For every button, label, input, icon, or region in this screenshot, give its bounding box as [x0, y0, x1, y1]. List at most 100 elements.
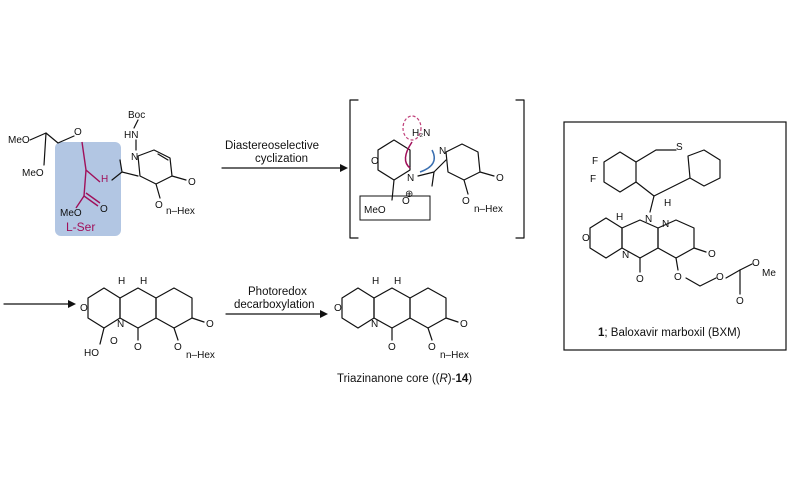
fluoro-atom: F — [592, 156, 598, 167]
stereo-h-atom: H — [118, 276, 125, 287]
ring-oether — [427, 327, 433, 341]
serine-highlight-box — [55, 142, 121, 236]
amide-co — [119, 159, 123, 173]
stereo-h-atom: H — [664, 198, 671, 209]
carbonyl-o-atom: O — [736, 296, 744, 307]
bxm-structure: F F S H H N O N O N O O O O O Me 1; Balo… — [563, 121, 787, 351]
ester-box — [359, 195, 431, 221]
reagent-line-2: cyclization — [255, 153, 308, 165]
carbonyl-o-atom: O — [100, 204, 108, 215]
hn-atom: HN — [124, 130, 138, 141]
triazinanone-core: O H H N O O O n–Hex Triazinanone core ((… — [334, 276, 472, 385]
methyl-label: Me — [762, 268, 776, 279]
thiepine-bridge — [635, 149, 677, 163]
ring-o-atom: O — [496, 173, 504, 184]
caption-r: R — [439, 373, 447, 385]
bxm-name: ; Baloxavir marboxil (BXM) — [604, 327, 740, 339]
ring-co — [445, 317, 459, 323]
starting-material: MeO MeO O MeO O H L-Ser O O n–Hex N HN B… — [8, 110, 196, 236]
ring-n-atom: N — [371, 319, 378, 330]
n-boc-bond — [133, 119, 139, 129]
triazinanone-ring — [119, 287, 157, 329]
reagent-line-2: decarboxylation — [234, 299, 315, 311]
nhex-label: n–Hex — [440, 350, 469, 361]
carbonate-bond — [725, 269, 741, 279]
acetal-chain — [29, 132, 75, 144]
nh-atom: H — [140, 276, 147, 287]
carbonyl-o-atom: O — [388, 342, 396, 353]
thiepine-lower — [635, 177, 691, 197]
carbonate-o-atom: O — [716, 272, 724, 283]
ring-o-atom: O — [582, 233, 590, 244]
bxm-number: 1 — [598, 327, 605, 339]
bracket-left — [349, 99, 359, 239]
serine-label: L-Ser — [66, 220, 95, 234]
serine-carbonyl — [83, 195, 99, 207]
morpholine-ring — [589, 217, 623, 259]
caption-post: ) — [468, 373, 472, 385]
acid-tricycle: O H H N O O O n–Hex HO O — [80, 276, 215, 361]
intermediate: O N ⊕ MeO O O O n–Hex N H₂N — [349, 99, 525, 239]
nhex-label: n–Hex — [166, 206, 195, 217]
ring-oether — [155, 183, 161, 199]
n-bond — [649, 195, 655, 213]
pyridinone-ring — [409, 287, 447, 329]
linker — [417, 159, 447, 177]
ether-o-atom: O — [428, 342, 436, 353]
fluoro-atom: F — [590, 174, 596, 185]
ring-o-atom: O — [334, 303, 342, 314]
ring-oether — [173, 327, 179, 341]
ring-co — [479, 171, 495, 177]
ring-double — [157, 153, 169, 161]
core-caption: Triazinanone core ((R)-14) — [337, 373, 472, 385]
benzene-ring — [687, 149, 721, 187]
ring-n-atom: N — [645, 214, 652, 225]
hydroxyl-atom: HO — [84, 348, 99, 359]
meo-atom: MeO — [364, 205, 386, 216]
caption-mid: )- — [448, 373, 456, 385]
ring-n-atom: N — [662, 219, 669, 230]
acid-bond — [391, 179, 395, 201]
nh-atom: H — [394, 276, 401, 287]
prodrug-bond — [675, 257, 679, 271]
bracket-right — [515, 99, 525, 239]
methoxy-bond — [739, 263, 753, 271]
ether-o-atom: O — [74, 127, 82, 138]
ring-o-atom: O — [80, 303, 88, 314]
arrow-head — [340, 164, 348, 172]
attack-arrow-blue — [419, 149, 435, 173]
carbonyl-o-atom: O — [110, 336, 118, 347]
continuation-arrow-head — [68, 300, 76, 308]
reaction-arrow-2: Photoredox decarboxylation — [225, 286, 328, 318]
nhex-label: n–Hex — [474, 204, 503, 215]
reagent-line-1: Photoredox — [248, 286, 307, 298]
pyridinone-ring — [445, 143, 481, 181]
arrow-head — [320, 310, 328, 318]
ring-n-atom: N — [117, 319, 124, 330]
lone-pair-highlight — [402, 115, 422, 141]
ring-n-atom: N — [622, 250, 629, 261]
morpholine-ring — [377, 139, 411, 181]
ring-co — [171, 175, 187, 181]
amide-nh-atom: H — [101, 174, 108, 185]
meo-atom: MeO — [22, 168, 44, 179]
meo-atom: MeO — [8, 135, 30, 146]
serine-carbonyl-double — [85, 192, 101, 204]
ring-o-atom: O — [460, 319, 468, 330]
bxm-box — [563, 121, 787, 351]
sulfur-atom: S — [676, 142, 683, 153]
ring-co — [191, 317, 205, 323]
ring-o-atom: O — [206, 319, 214, 330]
ring-o-atom: O — [188, 177, 196, 188]
carbonyl-o-atom: O — [402, 196, 410, 207]
ether-o-atom: O — [155, 200, 163, 211]
positive-charge: ⊕ — [405, 189, 413, 200]
ether-o-atom: O — [462, 196, 470, 207]
ring-oether — [463, 179, 469, 195]
ring-o-atom: O — [708, 249, 716, 260]
amide-co — [431, 171, 435, 187]
boc-group: Boc — [128, 110, 145, 121]
meo-atom: MeO — [60, 208, 82, 219]
caption-num: 14 — [455, 373, 468, 385]
